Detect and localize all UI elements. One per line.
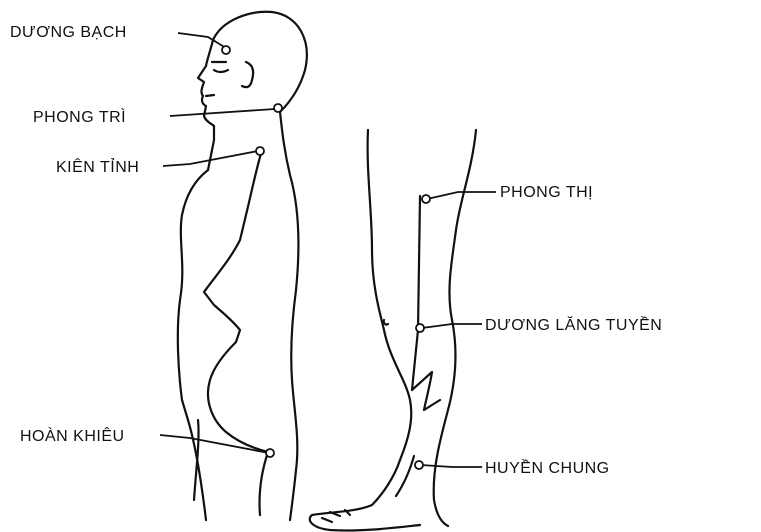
leader-duong-bach [178,33,226,48]
point-phong-tri [274,104,282,112]
label-huyen-chung: HUYỀN CHUNG [485,458,610,477]
labels: DƯƠNG BẠCH PHONG TRÌ KIÊN TỈNH HOÀN KHIÊ… [10,24,662,477]
leg-figure [310,130,476,531]
label-hoan-khieu: HOÀN KHIÊU [20,426,125,445]
label-duong-bach: DƯƠNG BẠCH [10,24,127,41]
leader-lines [160,33,496,467]
label-kien-tinh: KIÊN TỈNH [56,157,139,176]
point-hoan-khieu [266,449,274,457]
leader-hoan-khieu [160,435,269,453]
back-outline [280,112,298,520]
leader-huyen-chung [421,465,482,467]
arm-outline [204,150,268,452]
leader-phong-tri [170,109,275,116]
body-figure [178,12,307,520]
thigh-line [194,420,199,500]
mouth-detail [206,95,214,96]
torso-front [178,170,208,520]
ear-detail [242,62,253,87]
label-duong-lang-tuyen: DƯƠNG LĂNG TUYỀN [485,315,662,334]
point-phong-thi [422,195,430,203]
label-phong-thi: PHONG THỊ [500,184,593,201]
point-duong-lang-tuyen [416,324,424,332]
point-huyen-chung [415,461,423,469]
point-duong-bach [222,46,230,54]
leg-front-outline [310,130,420,531]
label-phong-tri: PHONG TRÌ [33,107,126,126]
hand-outline [259,452,268,515]
eye-detail [212,62,228,72]
point-kien-tinh [256,147,264,155]
knee-line [412,196,440,410]
acupoints [222,46,430,469]
neck-front [208,126,214,170]
